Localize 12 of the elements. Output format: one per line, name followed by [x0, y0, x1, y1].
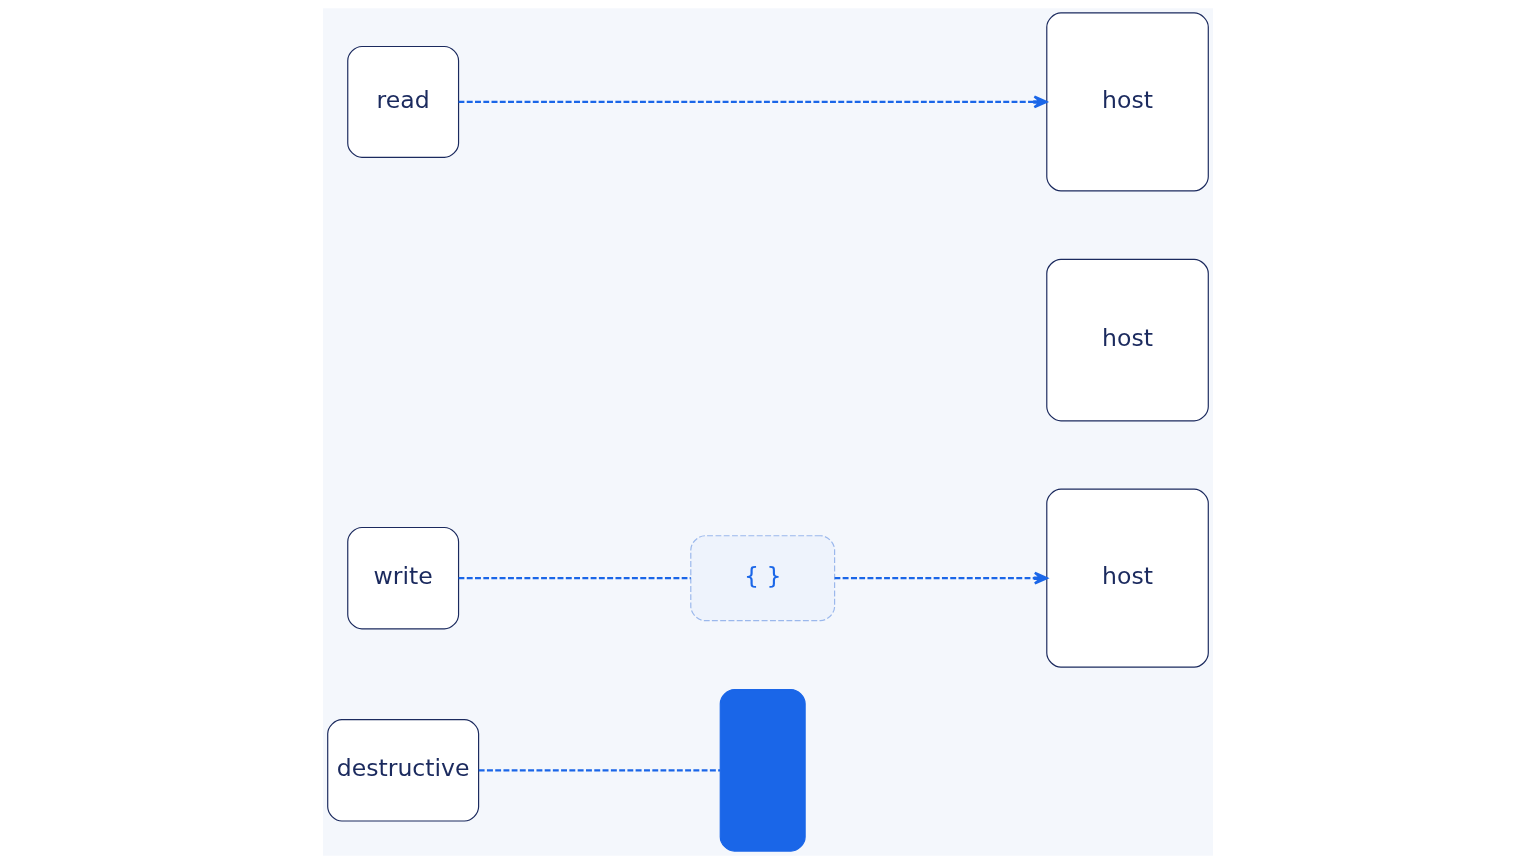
arrow: [834, 571, 1048, 585]
node-box: host: [1046, 12, 1209, 192]
node-box: destructive: [327, 719, 480, 822]
node-box: write: [347, 526, 460, 630]
connector: [478, 769, 721, 772]
node-box: { }: [690, 535, 836, 622]
node-box: [719, 689, 806, 852]
node-box: host: [1046, 488, 1209, 668]
arrow: [458, 95, 1048, 109]
connector: [458, 577, 691, 580]
node-box: host: [1046, 258, 1209, 422]
node-box: read: [347, 45, 460, 158]
